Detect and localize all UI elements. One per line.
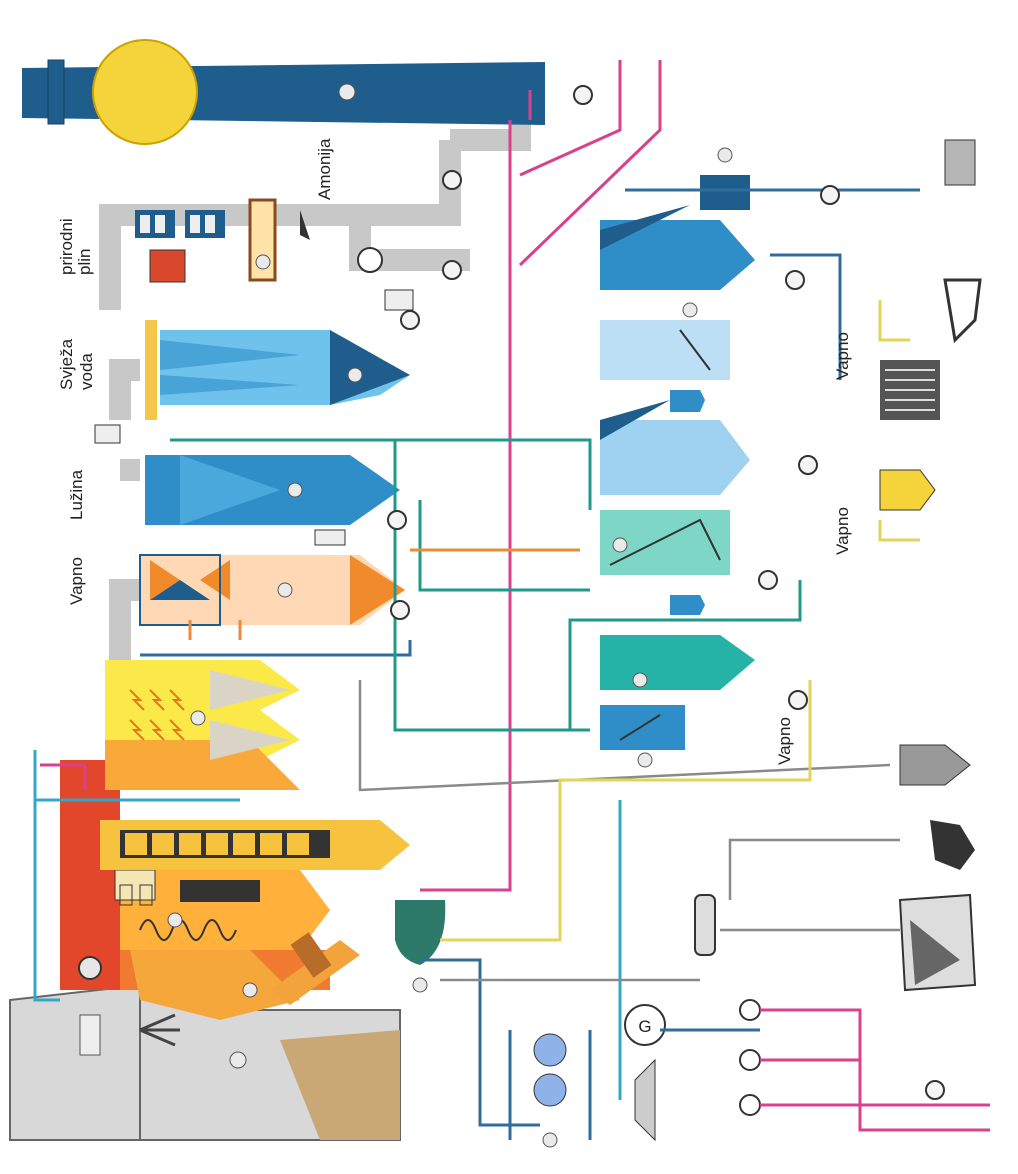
label-vapno-2: Vapno <box>833 507 852 555</box>
heat-exchangers <box>739 999 761 1116</box>
boiler <box>60 760 330 1020</box>
metal-scrap-pile <box>930 820 975 870</box>
filter-press <box>880 360 940 420</box>
label-vapno-top: Vapno <box>67 557 86 605</box>
heat-exchanger-bank <box>100 820 410 870</box>
sludge-container <box>879 469 936 511</box>
cooling-lines <box>33 750 622 1100</box>
slag-extractor <box>270 900 446 1005</box>
clean-water-tank <box>944 139 976 186</box>
water-lines <box>140 188 920 1140</box>
label-amonija: Amonija <box>315 138 334 200</box>
steam-lines <box>40 60 990 1132</box>
turbine: G <box>624 1004 666 1142</box>
slag-pile <box>898 893 977 992</box>
label-prirodni: prirodni <box>57 218 76 275</box>
ash-lines <box>358 680 900 982</box>
label-plin: plin <box>75 249 94 275</box>
labels: Amonija prirodni plin Svježa voda Lužina… <box>57 138 852 765</box>
waste-bunker <box>9 973 401 1141</box>
label-vapno-3: Vapno <box>775 717 794 765</box>
denox-reactor <box>94 198 414 444</box>
final-settling-tank <box>600 147 755 290</box>
generator-label: G <box>638 1017 651 1036</box>
hot-gas-line <box>188 548 580 640</box>
neutralisation-tank <box>600 705 685 768</box>
pump-icons <box>387 85 945 1100</box>
label-vapno-1: Vapno <box>833 332 852 380</box>
acid-scrubber <box>145 455 400 546</box>
metal-separator <box>694 894 716 956</box>
sedimentation-tank <box>600 635 755 690</box>
settling-tank-2 <box>600 390 750 495</box>
label-luzina: Lužina <box>67 469 86 520</box>
flocculation-tank <box>600 510 730 615</box>
label-voda: voda <box>77 353 96 390</box>
clarifier <box>600 302 730 380</box>
lime-lines <box>440 300 920 942</box>
scrubber-liquor-lines <box>170 438 802 732</box>
condensers <box>533 1033 567 1148</box>
sludge-tipper <box>943 278 982 344</box>
alkaline-scrubber <box>145 320 410 420</box>
fly-ash-silo <box>899 744 971 786</box>
spray-absorber <box>139 554 405 626</box>
label-svjeza: Svježa <box>57 338 76 390</box>
electrostatic-precipitator <box>105 660 300 790</box>
stack <box>22 39 545 145</box>
